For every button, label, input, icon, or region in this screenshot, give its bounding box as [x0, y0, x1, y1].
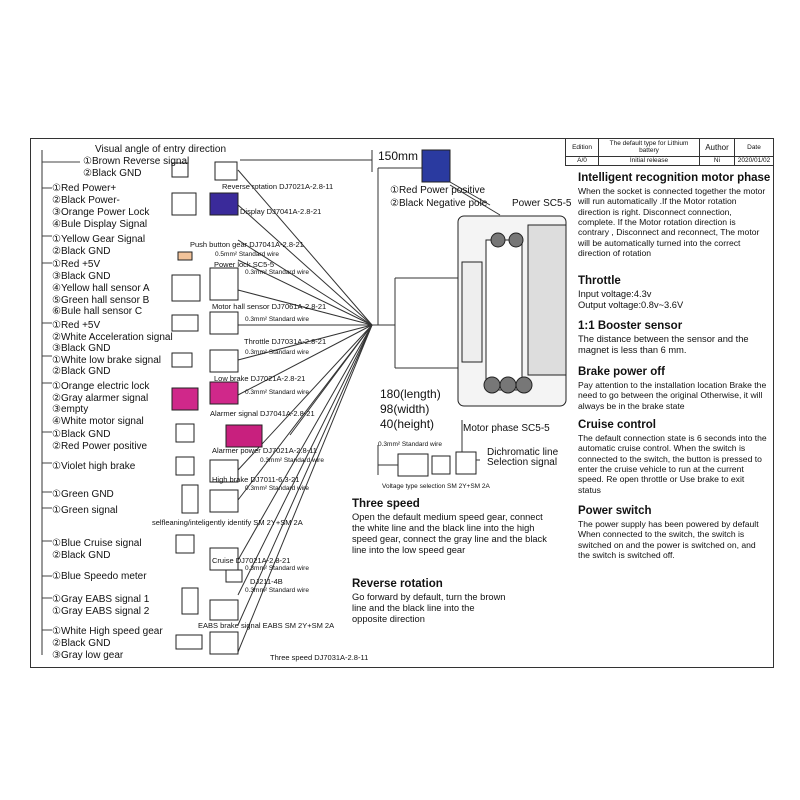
label-gear-gnd: ②Black GND — [52, 246, 111, 257]
three-speed-title: Three speed — [352, 498, 420, 510]
dimension-height: 40(height) — [380, 417, 435, 431]
label-low-brake-gnd: ②Black GND — [52, 366, 111, 377]
right-body-0: When the socket is connected together th… — [578, 186, 766, 258]
length-label: 150mm — [378, 149, 419, 163]
label-power-lock: ③Orange Power Lock — [52, 207, 150, 218]
label-alarmer-signal: ②Gray alarmer signal — [52, 393, 149, 404]
conn-hall: Motor hall sensor DJ7061A-2.8-21 — [212, 302, 327, 311]
label-reverse-signal: ①Brown Reverse signal — [83, 156, 190, 167]
label-hall-5v: ①Red +5V — [52, 259, 101, 270]
label-alarm-gnd: ①Black GND — [52, 429, 111, 440]
right-title-4: Cruise control — [578, 419, 656, 431]
label-throttle-signal: ②White Acceleration signal — [52, 332, 173, 343]
label-reverse-gnd: ②Black GND — [83, 168, 142, 179]
conn-wire-2: 0.3mm² Standard wire — [245, 316, 309, 323]
conn-wire-4: 0.3mm² Standard wire — [245, 389, 309, 396]
conn-wire-8: 0.3mm² Standard wire — [245, 587, 309, 594]
label-motor-signal: ④White motor signal — [52, 416, 144, 427]
conn-dj211: DJ211-4B — [250, 577, 283, 586]
voltage-wire-label: 0.3mm² Standard wire — [378, 441, 442, 448]
label-hall-c: ⑥Bule hall sensor C — [52, 306, 143, 317]
dimension-width: 98(width) — [380, 402, 430, 416]
label-low-gear: ③Gray low gear — [52, 650, 124, 661]
conn-alarmer-signal: Alarmer signal DJ7041A-2.8-21 — [210, 409, 315, 418]
right-title-0: Intelligent recognition motor phase — [578, 172, 771, 184]
conn-self-learning: selfleaning/inteligently identify SM 2Y+… — [152, 518, 303, 527]
reverse-title: Reverse rotation — [352, 578, 443, 590]
conn-push-gear: Push button gear DJ7041A-2.8-21 — [190, 240, 304, 249]
label-alarm-power: ②Red Power positive — [52, 441, 148, 452]
negative-pole-label: ②Black Negative pole — [390, 198, 488, 209]
power-positive-label: ①Red Power positive — [390, 185, 486, 196]
right-body-2: The distance between the sensor and the … — [578, 334, 749, 356]
label-hall-b: ⑤Green hall sensor B — [52, 295, 150, 306]
diagram-border — [30, 138, 774, 668]
right-title-5: Power switch — [578, 505, 652, 517]
conn-wire-1: 0.3mm² Standard wire — [245, 269, 309, 276]
label-electric-lock: ①Orange electric lock — [52, 381, 150, 392]
dichromatic-label: Dichromatic line — [487, 447, 559, 458]
label-green-gnd: ①Green GND — [52, 489, 114, 500]
label-high-speed: ①White High speed gear — [52, 626, 163, 637]
right-title-1: Throttle — [578, 275, 621, 287]
motor-phase-label: Motor phase SC5-5 — [463, 423, 550, 434]
conn-cruise: Cruise DJ7021A-2.8-21 — [212, 556, 291, 565]
label-speedo: ①Blue Speedo meter — [52, 571, 147, 582]
label-cruise-gnd: ②Black GND — [52, 550, 111, 561]
right-body-1: Input voltage:4.3v Output voltage:0.8v~3… — [578, 289, 684, 311]
label-eabs-2: ①Gray EABS signal 2 — [52, 606, 150, 617]
conn-wire-5: 0.3mm² Standard wire — [260, 457, 324, 464]
three-speed-body: Open the default medium speed gear, conn… — [352, 512, 547, 556]
label-speed-gnd: ②Black GND — [52, 638, 111, 649]
label-throttle-gnd: ③Black GND — [52, 343, 111, 354]
selection-signal-label: Selection signal — [487, 457, 558, 468]
conn-throttle: Throttle DJ7031A-2.8-21 — [244, 337, 327, 346]
label-high-brake: ①Violet high brake — [52, 461, 136, 472]
power-sc-label: Power SC5-5 — [512, 198, 572, 209]
conn-display: Display DJ7041A-2.8-21 — [240, 207, 322, 216]
right-body-3: Pay attention to the installation locati… — [578, 380, 767, 411]
label-display-signal: ④Bule Display Signal — [52, 219, 148, 230]
label-power-plus: ①Red Power+ — [52, 183, 117, 194]
label-low-brake: ①White low brake signal — [52, 355, 162, 366]
date-value: 2020/01/02 — [734, 155, 774, 167]
reverse-body: Go forward by default, turn the brown li… — [352, 592, 506, 625]
label-eabs-1: ①Gray EABS signal 1 — [52, 594, 150, 605]
conn-low-brake: Low brake DJ7021A-2.8-21 — [214, 374, 306, 383]
conn-wire-05: 0.5mm² Standard wire — [215, 251, 279, 258]
conn-wire-7: 0.3mm² Standard wire — [245, 565, 309, 572]
label-gear-signal: ①Yellow Gear Signal — [52, 234, 146, 245]
right-title-2: 1:1 Booster sensor — [578, 320, 683, 332]
conn-power-lock: Power lock SC5-5 — [214, 260, 275, 269]
conn-reverse: Reverse rotation DJ7021A-2.8-11 — [222, 182, 334, 191]
conn-wire-3: 0.3mm² Standard wire — [245, 349, 309, 356]
right-body-5: The power supply has been powered by def… — [578, 519, 759, 560]
label-hall-gnd: ③Black GND — [52, 271, 111, 282]
conn-wire-6: 0.3mm² Standard wire — [245, 485, 309, 492]
conn-three-speed: Three speed DJ7031A-2.8-11 — [270, 653, 369, 662]
label-hall-a: ④Yellow hall sensor A — [52, 283, 150, 294]
label-power-minus: ②Black Power- — [52, 195, 120, 206]
conn-high-brake: High brake DJ7011-6.3-21 — [212, 475, 300, 484]
label-empty: ③empty — [52, 404, 89, 415]
conn-alarmer-power: Alarmer power DJ7021A-2.8-11 — [212, 446, 317, 455]
conn-eabs: EABS brake signal EABS SM 2Y+SM 2A — [198, 621, 335, 630]
label-throttle-5v: ①Red +5V — [52, 320, 101, 331]
label-green-signal: ①Green signal — [52, 505, 118, 516]
right-title-3: Brake power off — [578, 366, 665, 378]
title-block: Edition The default type for Lithium bat… — [565, 138, 774, 167]
dimension-length: 180(length) — [380, 387, 441, 401]
view-label: Visual angle of entry direction — [95, 144, 227, 155]
right-body-4: The default connection state is 6 second… — [578, 433, 767, 495]
voltage-selection-label: Voltage type selection SM 2Y+SM 2A — [382, 483, 490, 490]
label-cruise-signal: ①Blue Cruise signal — [52, 538, 142, 549]
